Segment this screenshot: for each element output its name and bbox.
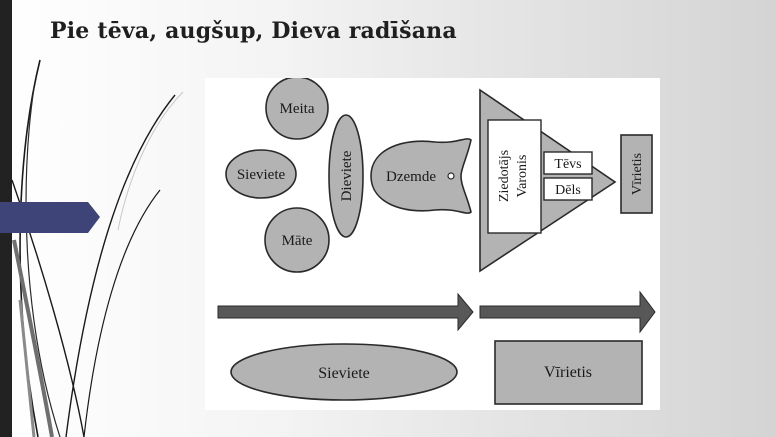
dzemde-opening [447,172,455,180]
swoosh-line [18,299,36,437]
swoosh-line [12,239,54,437]
dieviete-label: Dieviete [339,150,355,201]
meita-circle [265,78,329,140]
mate-circle [264,207,330,273]
swoosh-line [65,94,176,437]
tevs-label: Tēvs [554,157,581,172]
dels-label: Dēls [555,183,581,198]
dieviete-ellipse [328,114,364,238]
virietis-small-label: Vīrietis [630,153,645,195]
sieviete-ellipse [225,149,297,199]
swoosh-line [117,91,184,231]
dzemde-label: Dzemde [386,169,436,185]
virietis-bottom-label: Vīrietis [544,364,592,381]
ziedotajs-varonis-box [487,119,542,234]
meita-label: Meita [280,101,315,117]
ziedotajs-label: Ziedotājs [497,150,512,202]
virietis-small-box [620,134,653,214]
diagram: Meita Sieviete Māte Dieviete Dzemde Zied… [217,78,656,405]
diagram-panel: Meita Sieviete Māte Dieviete Dzemde Zied… [205,78,660,410]
slide-title: Pie tēva, augšup, Dieva radīšana [50,18,457,44]
varonis-label: Varonis [515,155,530,198]
dels-box [543,177,593,201]
tevs-box [543,151,593,175]
dzemde-shape [370,138,472,214]
arrow-right [479,290,656,334]
swoosh-line [83,189,161,437]
mate-label: Māte [282,233,313,249]
accent-tab [0,202,100,233]
swoosh-line [25,87,61,437]
sieviete-bottom-ellipse [230,343,458,401]
sieviete-small-label: Sieviete [237,167,286,183]
virietis-bottom-box [494,340,643,405]
sieviete-bottom-label: Sieviete [318,365,370,382]
arrow-left [217,292,474,332]
